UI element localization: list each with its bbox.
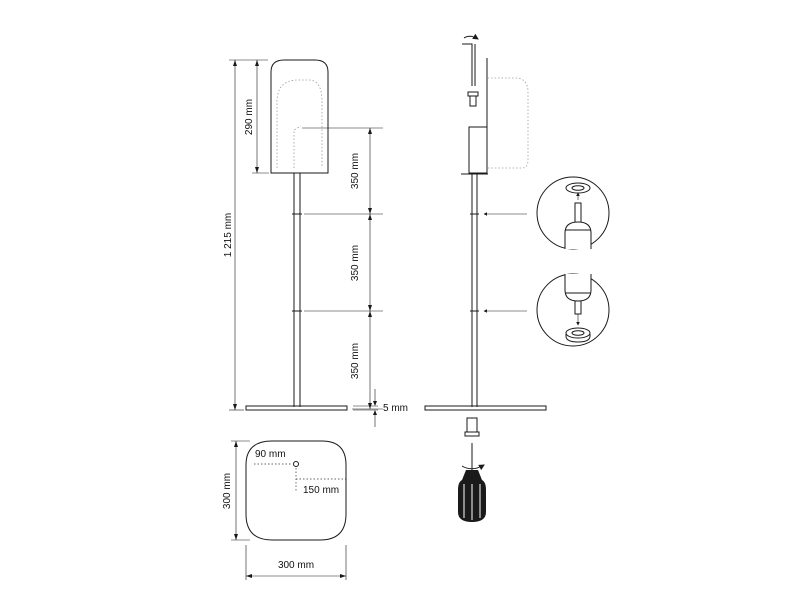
label-hole-offset-y: 150 mm bbox=[303, 485, 339, 496]
top-view-base: 90 mm 150 mm bbox=[245, 440, 347, 541]
dimension-base-depth: 300 mm bbox=[222, 440, 250, 541]
label-base-depth: 300 mm bbox=[222, 473, 233, 509]
label-hole-offset-x: 90 mm bbox=[255, 449, 286, 460]
dimension-dispenser-height: 290 mm bbox=[244, 60, 269, 174]
screw-bottom bbox=[464, 417, 480, 437]
dimension-segments: 350 mm 350 mm 350 mm bbox=[302, 127, 383, 410]
hidden-mount-outline bbox=[293, 125, 302, 168]
screwdriver-icon bbox=[458, 443, 486, 522]
bracket bbox=[468, 126, 488, 174]
base-plate-outline bbox=[245, 440, 347, 541]
label-segment-middle: 350 mm bbox=[350, 245, 361, 281]
label-segment-bottom: 350 mm bbox=[350, 343, 361, 379]
label-total-height: 1 215 mm bbox=[223, 213, 234, 257]
mounting-hole bbox=[293, 461, 299, 467]
side-base-plate bbox=[424, 405, 547, 411]
dimension-total-height: 1 215 mm bbox=[223, 59, 268, 411]
label-base-width: 300 mm bbox=[278, 560, 314, 571]
side-hidden-dispenser bbox=[488, 77, 529, 169]
screw-top bbox=[467, 91, 479, 107]
label-base-thickness: 5 mm bbox=[383, 403, 408, 414]
side-view-stand bbox=[424, 33, 547, 437]
label-segment-top: 350 mm bbox=[350, 153, 361, 189]
label-dispenser-height: 290 mm bbox=[244, 99, 255, 135]
detail-joint-upper bbox=[536, 176, 610, 250]
rotate-arrow-icon bbox=[461, 464, 485, 471]
hidden-bottle-outline bbox=[276, 79, 323, 168]
dimension-base-thickness: 5 mm bbox=[353, 389, 408, 427]
dispenser-body bbox=[270, 59, 329, 174]
detail-joint-lower bbox=[536, 273, 610, 347]
allen-key-icon bbox=[462, 33, 479, 86]
dimension-base-width: 300 mm bbox=[245, 545, 347, 580]
base-plate bbox=[245, 405, 348, 411]
front-view-stand bbox=[245, 59, 348, 411]
